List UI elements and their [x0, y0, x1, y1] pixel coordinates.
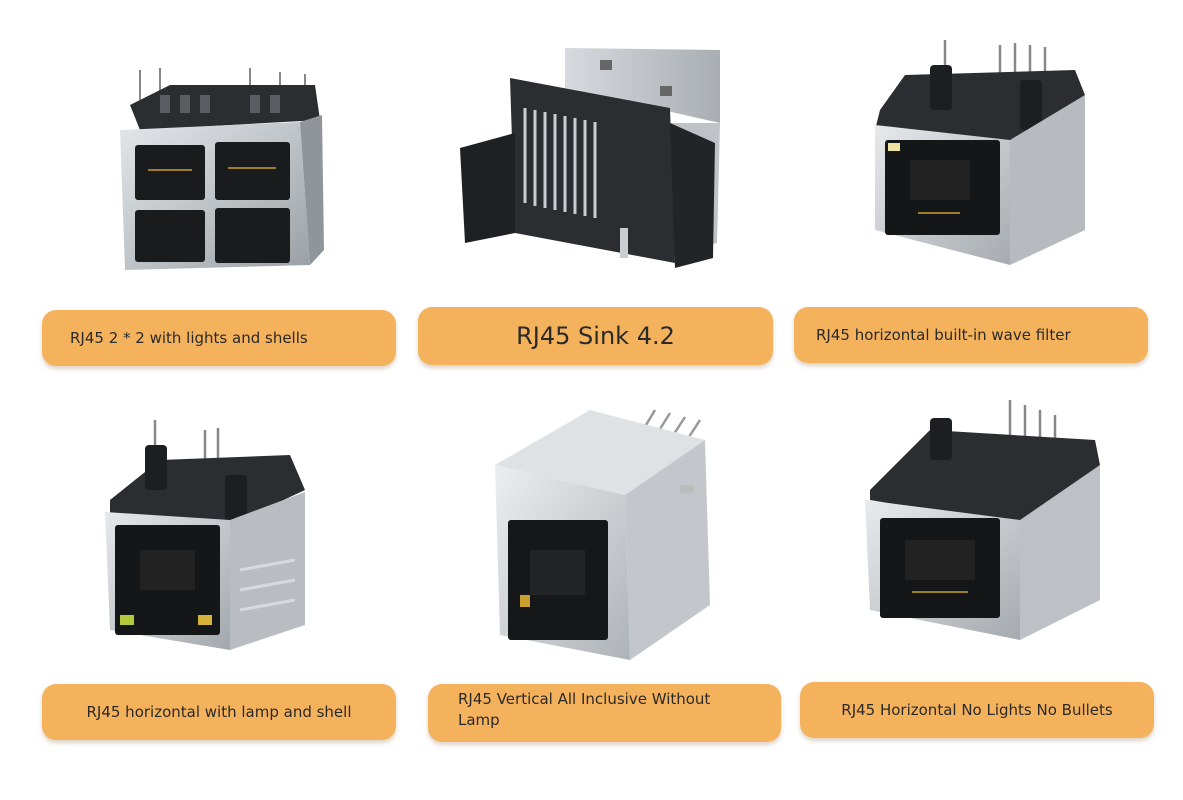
rj45-sink-connector-icon	[460, 48, 720, 268]
rj45-horizontal-filter-connector-icon	[875, 40, 1085, 265]
rj45-horizontal-lamp-connector-icon	[105, 420, 305, 650]
product-label-6: RJ45 Horizontal No Lights No Bullets	[800, 682, 1154, 738]
rj45-horizontal-plain-connector-icon	[865, 400, 1100, 640]
rj45-vertical-connector-icon	[495, 409, 710, 660]
product-label-2: RJ45 Sink 4.2	[418, 307, 773, 365]
product-label-4: RJ45 horizontal with lamp and shell	[42, 684, 396, 740]
product-label-1: RJ45 2 * 2 with lights and shells	[42, 310, 396, 366]
product-label-3: RJ45 horizontal built-in wave filter	[794, 307, 1148, 363]
rj45-2x2-stacked-connector-icon	[120, 68, 324, 270]
product-label-5: RJ45 Vertical All Inclusive Without Lamp	[428, 684, 781, 742]
